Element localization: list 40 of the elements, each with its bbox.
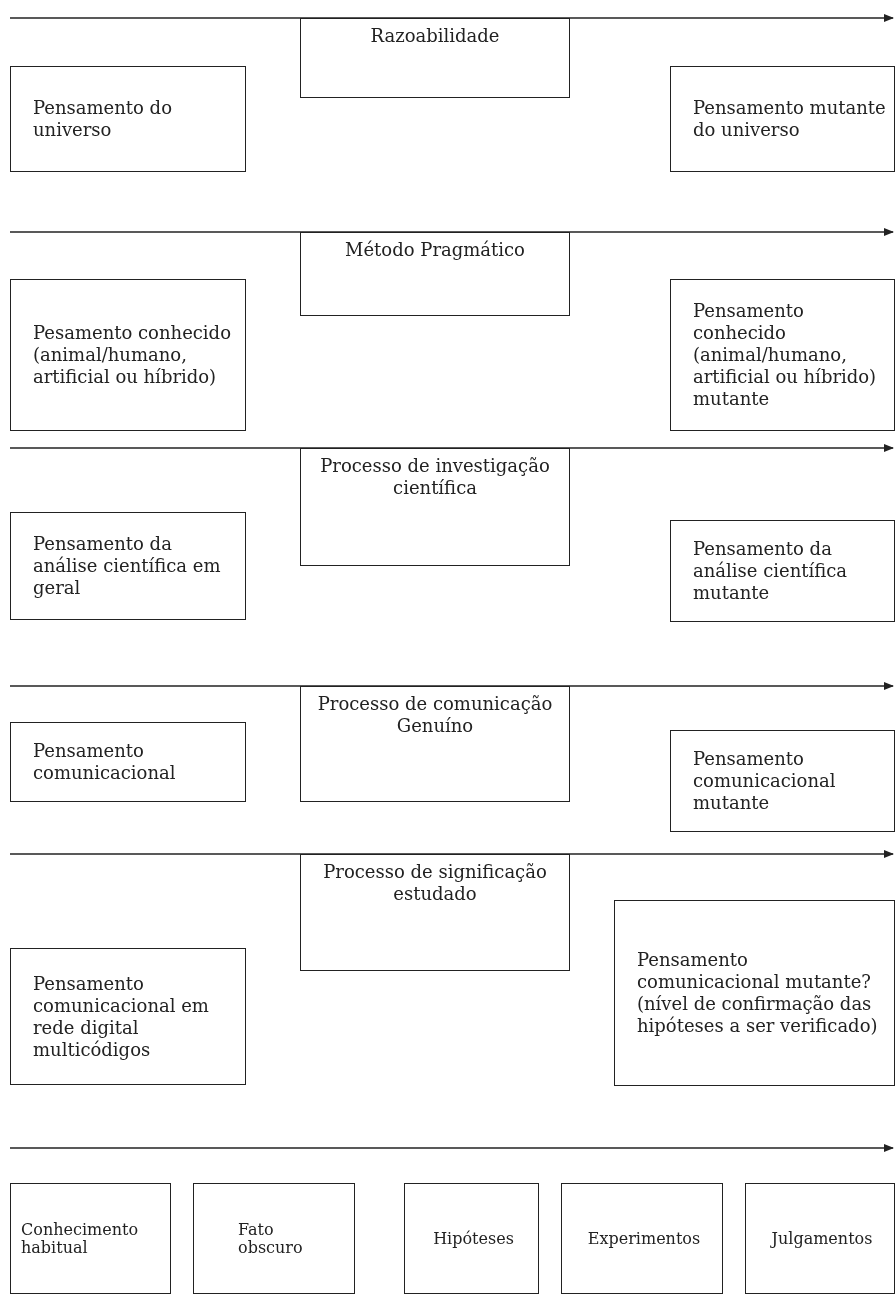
text-box — [10, 1183, 171, 1294]
box-text: Processo de significação estudado — [322, 861, 548, 905]
box-text: Razoabilidade — [370, 25, 500, 47]
text-box — [10, 66, 246, 172]
box-text: Julgamentos — [771, 1229, 873, 1248]
text-box — [670, 66, 895, 172]
box-text: Experimentos — [587, 1229, 701, 1248]
box-text: Pensamento da análise científica mutante — [693, 538, 849, 604]
box-text: Hipóteses — [433, 1229, 514, 1248]
text-box — [745, 1183, 895, 1294]
text-box — [404, 1183, 539, 1294]
text-box — [10, 948, 246, 1085]
text-box — [300, 686, 570, 802]
box-text: Pensamento comunicacional mutante — [693, 748, 837, 814]
box-text: Pensamento comunicacional mutante? (nível de confirmação das hipóteses a ser verificado) — [637, 949, 879, 1037]
text-box — [300, 854, 570, 971]
box-text: Pensamento comunicacional — [33, 740, 177, 784]
box-text: Processo de comunicação Genuíno — [316, 693, 554, 737]
box-text: Pensamento mutante do universo — [693, 97, 886, 141]
text-box — [10, 722, 246, 802]
box-text: Conhecimento habitual — [21, 1220, 140, 1257]
text-box — [670, 520, 895, 622]
text-box — [193, 1183, 355, 1294]
text-box — [561, 1183, 723, 1294]
text-box — [300, 448, 570, 566]
text-box — [670, 730, 895, 832]
box-text: Pensamento da análise científica em geral — [33, 533, 222, 599]
text-box — [10, 512, 246, 620]
text-box — [10, 279, 246, 431]
text-box — [614, 900, 895, 1086]
box-text: Processo de investigação científica — [319, 455, 551, 499]
text-box — [670, 279, 895, 431]
box-text: Pensamento do universo — [33, 97, 173, 141]
box-text: Pensamento comunicacional em rede digital multicódigos — [33, 972, 210, 1061]
box-text: Método Pragmático — [345, 239, 525, 261]
box-text: Pesamento conhecido (animal/humano, artificial ou híbrido) — [33, 322, 232, 388]
box-text: Pensamento conhecido (animal/humano, artificial ou híbrido) mutante — [693, 300, 878, 410]
box-text: Fato obscuro — [238, 1220, 304, 1257]
text-box — [300, 18, 570, 98]
text-box — [300, 232, 570, 316]
